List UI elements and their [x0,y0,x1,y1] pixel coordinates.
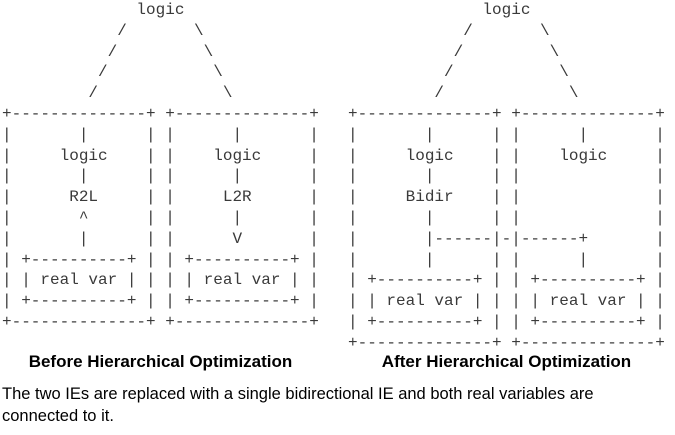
before-caption: Before Hierarchical Optimization [28,352,293,371]
figure-description: The two IEs are replaced with a single b… [2,385,594,425]
before-ascii-art: logic / \ / \ / \ / \ +--------------+ +… [2,1,319,331]
after-ascii-art: logic / \ / \ / \ / \ +--------------+ +… [348,1,665,352]
after-caption: After Hierarchical Optimization [381,352,632,371]
